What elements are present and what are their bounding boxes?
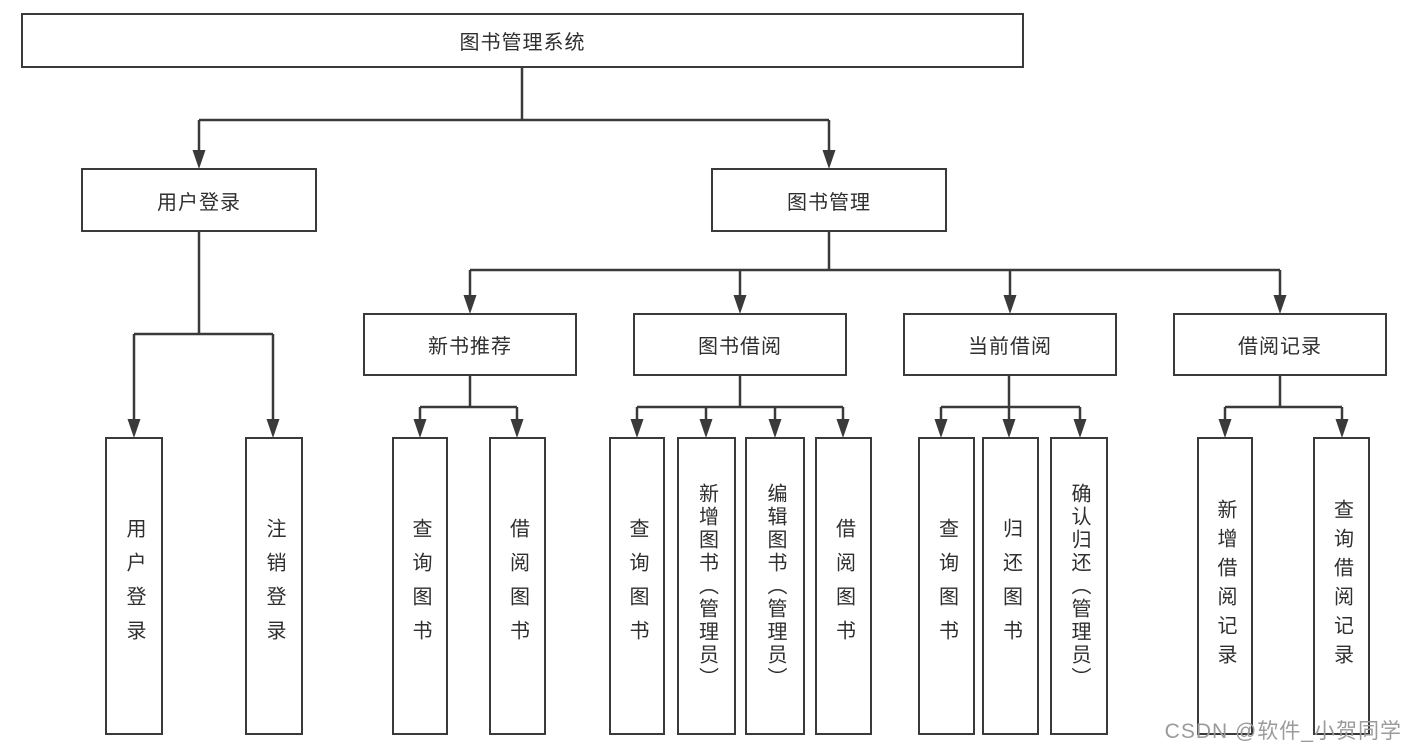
leaf-bb-add-books-admin: 新增图书（管理员） xyxy=(677,437,736,735)
node-label: 新书推荐 xyxy=(428,336,512,358)
node-book-borrow: 图书借阅 xyxy=(633,313,847,376)
leaf-label: 编辑图书（管理员） xyxy=(764,482,786,690)
leaf-br-add-borrow-record: 新增借阅记录 xyxy=(1197,437,1253,735)
node-label: 图书管理 xyxy=(787,191,871,214)
leaf-bb-edit-books-admin: 编辑图书（管理员） xyxy=(745,437,805,735)
leaf-label: 查询图书 xyxy=(409,518,431,654)
leaf-br-query-borrow-record: 查询借阅记录 xyxy=(1313,437,1370,735)
leaf-label: 新增图书（管理员） xyxy=(695,482,718,690)
node-new-book-recommend: 新书推荐 xyxy=(363,313,577,376)
leaf-cb-confirm-return-admin: 确认归还（管理员） xyxy=(1050,437,1108,735)
node-system-root: 图书管理系统 xyxy=(21,13,1024,68)
leaf-logout: 注销登录 xyxy=(245,437,303,735)
leaf-bb-query-books: 查询图书 xyxy=(609,437,665,735)
node-label: 借阅记录 xyxy=(1238,336,1322,358)
leaf-label: 借阅图书 xyxy=(832,518,855,654)
connector-edges xyxy=(132,68,1344,421)
leaf-label: 新增借阅记录 xyxy=(1214,499,1236,673)
node-borrow-records: 借阅记录 xyxy=(1173,313,1387,376)
leaf-cb-query-books: 查询图书 xyxy=(918,437,975,735)
leaf-label: 查询借阅记录 xyxy=(1330,499,1353,673)
leaf-bb-borrow-books: 借阅图书 xyxy=(815,437,872,735)
leaf-label: 查询图书 xyxy=(935,518,958,654)
node-current-borrow: 当前借阅 xyxy=(903,313,1117,376)
node-book-management: 图书管理 xyxy=(711,168,947,232)
connector-arrows xyxy=(127,150,1349,438)
leaf-nbr-borrow-books: 借阅图书 xyxy=(489,437,546,735)
node-label: 图书管理系统 xyxy=(459,32,586,54)
leaf-label: 确认归还（管理员） xyxy=(1068,482,1090,690)
node-label: 当前借阅 xyxy=(968,336,1052,358)
leaf-user-login: 用户登录 xyxy=(105,437,163,735)
node-user-login: 用户登录 xyxy=(81,168,317,232)
node-label: 用户登录 xyxy=(157,191,241,214)
leaf-label: 注销登录 xyxy=(263,518,285,654)
leaf-label: 借阅图书 xyxy=(506,518,529,654)
watermark: CSDN @软件_小贺同学 xyxy=(1164,720,1402,743)
node-label: 图书借阅 xyxy=(698,336,782,358)
leaf-label: 归还图书 xyxy=(999,518,1022,654)
leaf-nbr-query-books: 查询图书 xyxy=(392,437,448,735)
leaf-label: 查询图书 xyxy=(626,518,648,654)
leaf-cb-return-books: 归还图书 xyxy=(982,437,1039,735)
leaf-label: 用户登录 xyxy=(123,518,145,654)
